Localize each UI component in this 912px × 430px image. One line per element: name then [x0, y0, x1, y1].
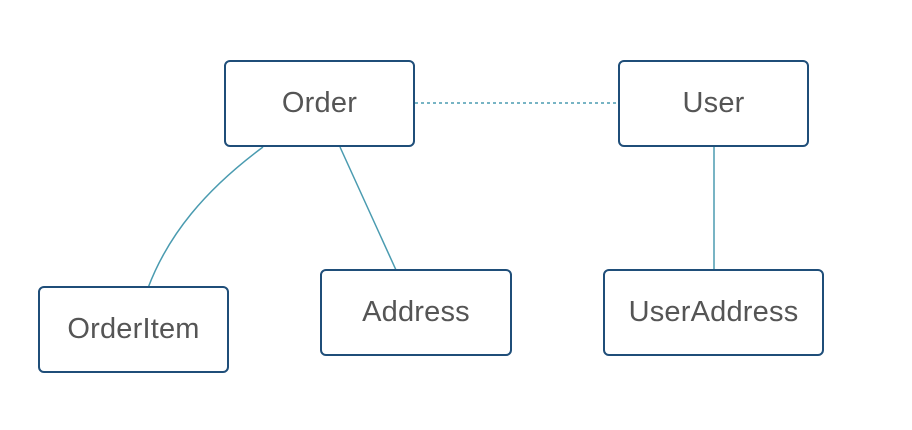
edge-order-address	[339, 146, 397, 271]
node-useraddress[interactable]: UserAddress	[603, 269, 824, 356]
node-user-label: User	[682, 87, 745, 119]
node-orderitem[interactable]: OrderItem	[38, 286, 229, 373]
node-address[interactable]: Address	[320, 269, 512, 356]
node-address-label: Address	[362, 296, 470, 328]
node-order[interactable]: Order	[224, 60, 415, 147]
node-order-label: Order	[281, 87, 358, 119]
node-useraddress-label: UserAddress	[628, 296, 799, 328]
edge-order-orderitem	[147, 146, 264, 289]
node-user[interactable]: User	[618, 60, 809, 147]
node-orderitem-label: OrderItem	[67, 313, 200, 345]
